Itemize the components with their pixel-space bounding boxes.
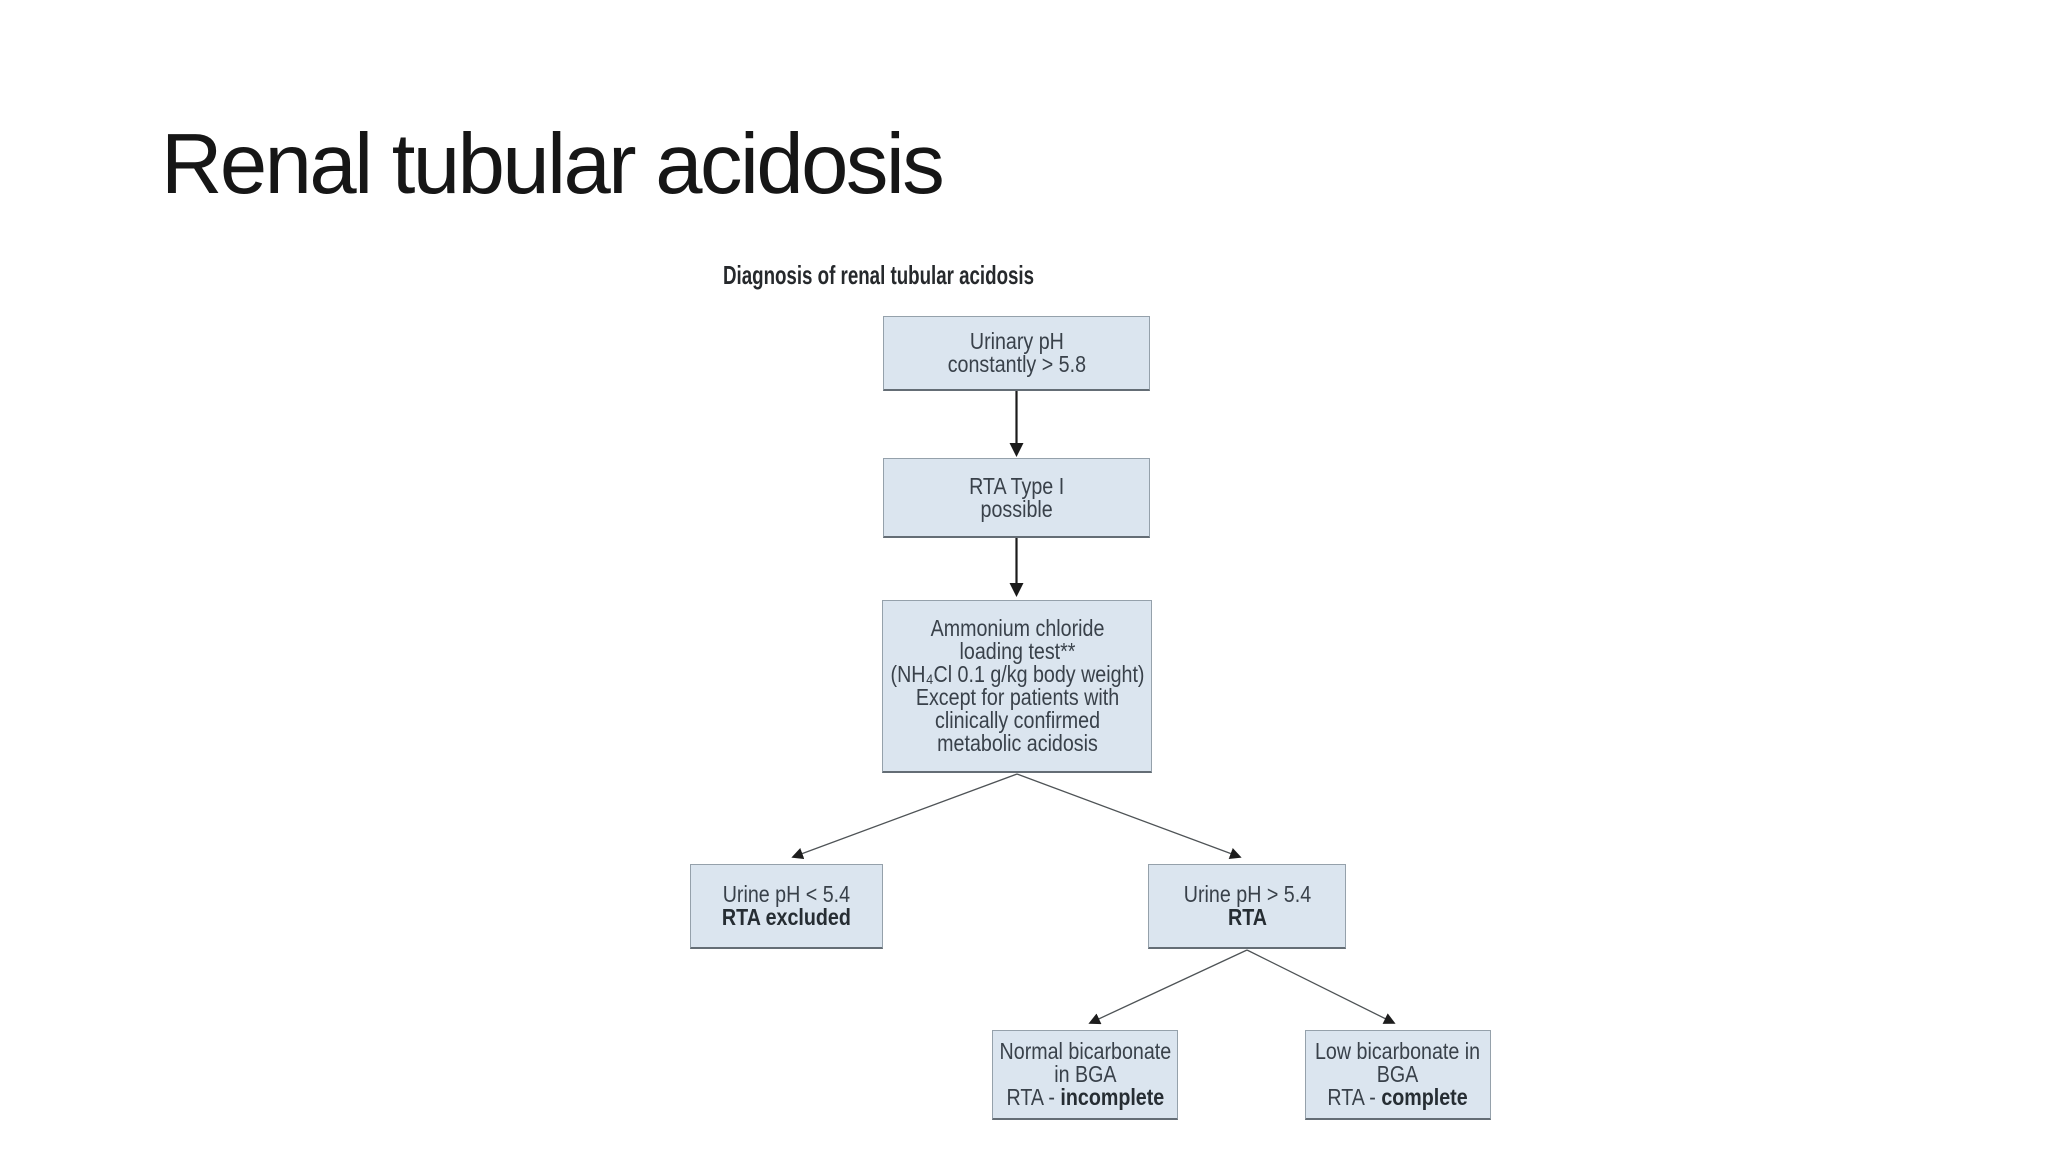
flow-box-line: constantly > 5.8	[947, 351, 1086, 377]
flow-box-line: Urine pH > 5.4	[1183, 881, 1311, 907]
flow-box-line: metabolic acidosis	[936, 730, 1098, 756]
slide-title: Renal tubular acidosis	[161, 117, 945, 212]
flow-box-line: RTA	[1227, 904, 1267, 930]
flow-box-line: Ammonium chloride	[930, 615, 1104, 641]
flow-box-line-bold: incomplete	[1060, 1084, 1164, 1110]
flow-box-line: Urine pH < 5.4	[722, 881, 851, 907]
flow-box-line: Except for patients with	[915, 684, 1119, 710]
flow-box-rta-complete: Low bicarbonate in BGA RTA - complete	[1305, 1030, 1491, 1120]
flow-box-line: RTA - incomplete	[999, 1086, 1171, 1109]
flow-box-line-bold: complete	[1381, 1084, 1469, 1110]
flow-box-line: (NH₄Cl 0.1 g/kg body weight)	[890, 661, 1144, 687]
flow-box-line-prefix: RTA -	[1327, 1084, 1382, 1110]
flow-box-line: BGA	[1377, 1061, 1419, 1087]
flow-box-line: loading test**	[959, 638, 1075, 664]
branch-test-to-excluded	[791, 773, 1018, 860]
flow-box-rta-type-i: RTA Type I possible	[883, 458, 1150, 538]
branch-rta-to-complete	[1246, 949, 1396, 1024]
flow-box-line: Urinary pH	[969, 328, 1064, 354]
flow-box-rta-confirmed: Urine pH > 5.4 RTA	[1148, 864, 1346, 949]
flow-box-rta-incomplete: Normal bicarbonate in BGA RTA - incomple…	[992, 1030, 1178, 1120]
flow-box-line: Low bicarbonate in	[1315, 1038, 1481, 1064]
flow-box-line: possible	[980, 495, 1053, 522]
flow-box-rta-excluded: Urine pH < 5.4 RTA excluded	[690, 864, 883, 949]
flow-box-line: RTA Type I	[968, 472, 1065, 499]
flow-box-line: RTA - complete	[1315, 1086, 1480, 1109]
arrow-type1-to-test	[1009, 538, 1024, 597]
flow-box-line: RTA excluded	[722, 904, 851, 930]
flow-box-line: Normal bicarbonate	[999, 1038, 1171, 1064]
flow-box-line-prefix: RTA -	[1006, 1084, 1061, 1110]
branch-test-to-rta	[1016, 773, 1242, 860]
flow-box-ammonium-chloride-test: Ammonium chloride loading test** (NH₄Cl …	[882, 600, 1152, 773]
branch-rta-to-incomplete	[1088, 949, 1248, 1025]
flow-box-line: clinically confirmed	[934, 707, 1100, 733]
figure-heading: Diagnosis of renal tubular acidosis	[723, 260, 1035, 290]
arrow-urinary-to-type1	[1009, 391, 1024, 457]
flow-box-line: in BGA	[1053, 1061, 1117, 1087]
flow-box-urinary-ph: Urinary pH constantly > 5.8	[883, 316, 1150, 391]
